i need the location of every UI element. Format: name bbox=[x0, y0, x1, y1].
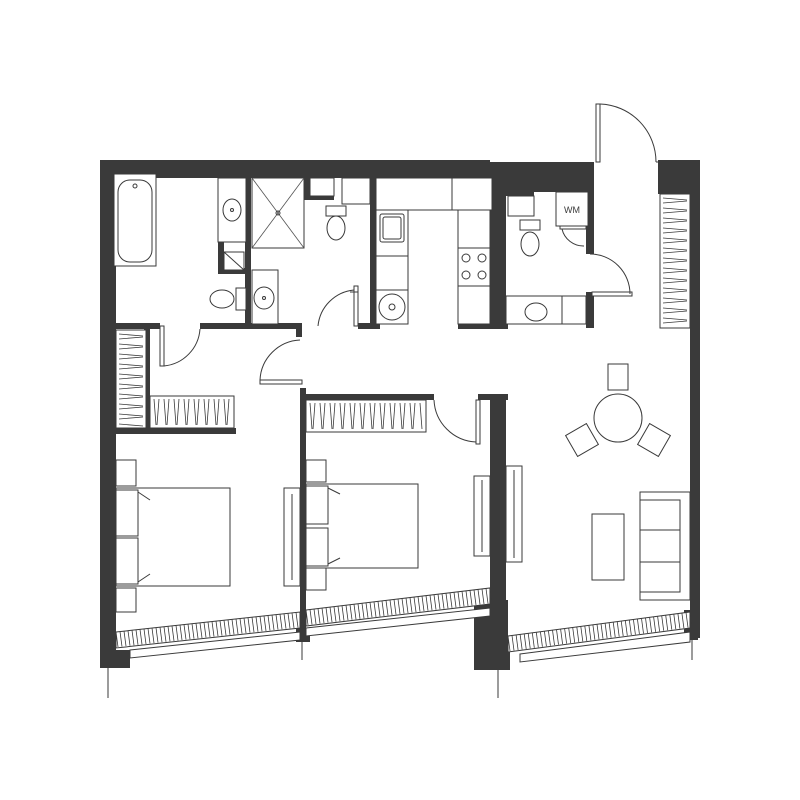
toilet-3 bbox=[519, 219, 541, 257]
nightstand-top-2 bbox=[305, 459, 327, 483]
sofa bbox=[639, 491, 691, 601]
door-wc2-inner bbox=[559, 225, 587, 247]
sink-cabinet bbox=[217, 177, 247, 243]
wardrobe-bedroom2 bbox=[305, 399, 427, 433]
entrance-door bbox=[595, 103, 658, 163]
washer-label: WM bbox=[564, 205, 580, 215]
door-wc bbox=[317, 285, 359, 327]
bathtub bbox=[113, 173, 157, 267]
bathroom-main bbox=[113, 173, 305, 325]
chair-top bbox=[607, 363, 629, 391]
wardrobes bbox=[115, 193, 691, 433]
wc-laundry: WM bbox=[505, 191, 589, 325]
door-bedroom1 bbox=[259, 339, 303, 385]
wardrobe-bedroom1 bbox=[283, 487, 301, 587]
living-room bbox=[505, 363, 691, 601]
door-bedroom2 bbox=[433, 399, 481, 445]
nightstand-bottom-2 bbox=[305, 567, 327, 591]
sink-3 bbox=[524, 302, 548, 322]
upper-cabinets bbox=[375, 177, 493, 211]
bed-2 bbox=[305, 483, 419, 569]
cooktop bbox=[461, 253, 487, 280]
hatch-lines bbox=[118, 333, 144, 427]
door-bathroom bbox=[159, 325, 201, 367]
nightstand-bottom-1 bbox=[115, 587, 137, 613]
coffee-table bbox=[591, 513, 625, 581]
chair-left bbox=[564, 422, 600, 458]
toilet-1 bbox=[209, 287, 247, 311]
dining-table bbox=[593, 393, 643, 443]
bedroom-2 bbox=[305, 459, 491, 591]
kitchen-sink bbox=[379, 213, 405, 243]
hatch-lines bbox=[309, 402, 423, 430]
kitchen-counter-right bbox=[457, 209, 491, 325]
window-hatch-lines bbox=[115, 611, 303, 648]
chair-right bbox=[636, 422, 672, 458]
hatch-lines bbox=[153, 398, 230, 426]
dishwasher bbox=[378, 293, 406, 321]
washing-machine bbox=[555, 191, 589, 227]
nightstand-top-1 bbox=[115, 459, 137, 487]
tv-unit bbox=[505, 465, 523, 563]
wc-main bbox=[309, 177, 371, 241]
window-hatch-lines bbox=[507, 611, 693, 652]
doors bbox=[159, 103, 658, 445]
wardrobe-bedroom2-side bbox=[473, 475, 491, 557]
dining-set bbox=[564, 363, 672, 458]
bedroom-1 bbox=[115, 459, 301, 613]
windows bbox=[107, 587, 693, 698]
hatch-lines bbox=[662, 197, 688, 324]
kitchen bbox=[375, 177, 493, 325]
door-laundry bbox=[589, 253, 633, 297]
window-hatch-lines bbox=[305, 587, 493, 626]
wardrobe-hall-horizontal bbox=[149, 395, 235, 429]
toilet-2 bbox=[325, 205, 347, 241]
bed-1 bbox=[115, 487, 231, 587]
